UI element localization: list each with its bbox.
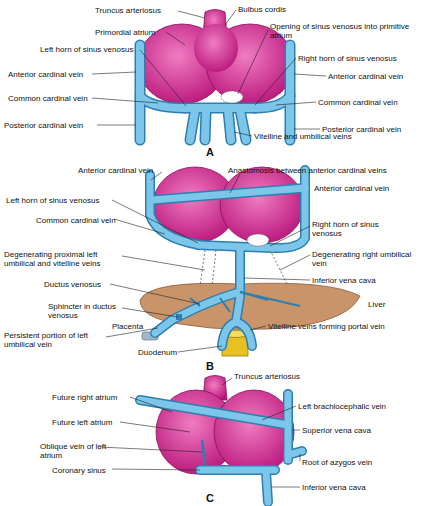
- part-label: Persistent portion of left umbilical vei…: [4, 331, 114, 349]
- part-label: Inferior vena cava: [302, 483, 412, 492]
- part-label: Root of azygos vein: [302, 458, 412, 467]
- panel-letter: B: [206, 360, 226, 372]
- part-label: Common cardinal vein: [318, 98, 428, 107]
- part-label: Bulbus cordis: [238, 5, 318, 14]
- part-label: Inferior vena cava: [312, 276, 412, 285]
- part-label: Anterior cardinal vein: [328, 72, 428, 81]
- part-label: Liver: [368, 300, 408, 309]
- part-label: Anastomosis between anterior cardinal ve…: [228, 166, 418, 175]
- part-label: Superior vena cava: [302, 426, 422, 435]
- part-label: Degenerating right umbilical vein: [312, 250, 422, 268]
- part-label: Coronary sinus: [52, 466, 132, 475]
- part-label: Truncus arteriosus: [234, 372, 334, 381]
- part-label: Left brachiocephalic vein: [298, 402, 428, 411]
- part-label: Left horn of sinus venosus: [40, 45, 150, 54]
- part-label: Vitelline veins forming portal vein: [268, 322, 428, 331]
- part-label: Left horn of sinus venosus: [6, 196, 126, 205]
- part-label: Oblique vein of left atrium: [40, 442, 120, 460]
- part-label: Vitelline and umbilical veins: [254, 132, 394, 141]
- part-label: Common cardinal vein: [36, 216, 136, 225]
- part-label: Truncus arteriosus: [95, 6, 185, 15]
- part-label: Ductus venosus: [44, 280, 124, 289]
- part-label: Anterior cardinal vein: [314, 184, 424, 193]
- part-label: Future left atrium: [52, 418, 152, 427]
- panel-letter: C: [206, 492, 226, 504]
- part-label: Primordial atrium: [95, 28, 175, 37]
- part-label: Anterior cardinal vein: [8, 70, 108, 79]
- leader-lines: [92, 10, 326, 487]
- part-label: Duodenum: [138, 348, 198, 357]
- part-label: Degenerating proximal left umbilical and…: [4, 250, 126, 268]
- part-label: Anterior cardinal vein: [78, 166, 178, 175]
- part-label: Posterior cardinal vein: [4, 121, 104, 130]
- part-label: Sphincter in ductus venosus: [48, 302, 128, 320]
- panel-letter: A: [206, 146, 226, 158]
- part-label: Opening of sinus venosus into primitive …: [270, 22, 420, 40]
- part-label: Future right atrium: [52, 393, 152, 402]
- part-label: Right horn of sinus venosus: [298, 54, 418, 63]
- part-label: Right horn of sinus venosus: [312, 220, 382, 238]
- part-label: Placenta: [112, 322, 162, 331]
- part-label: Common cardinal vein: [8, 94, 108, 103]
